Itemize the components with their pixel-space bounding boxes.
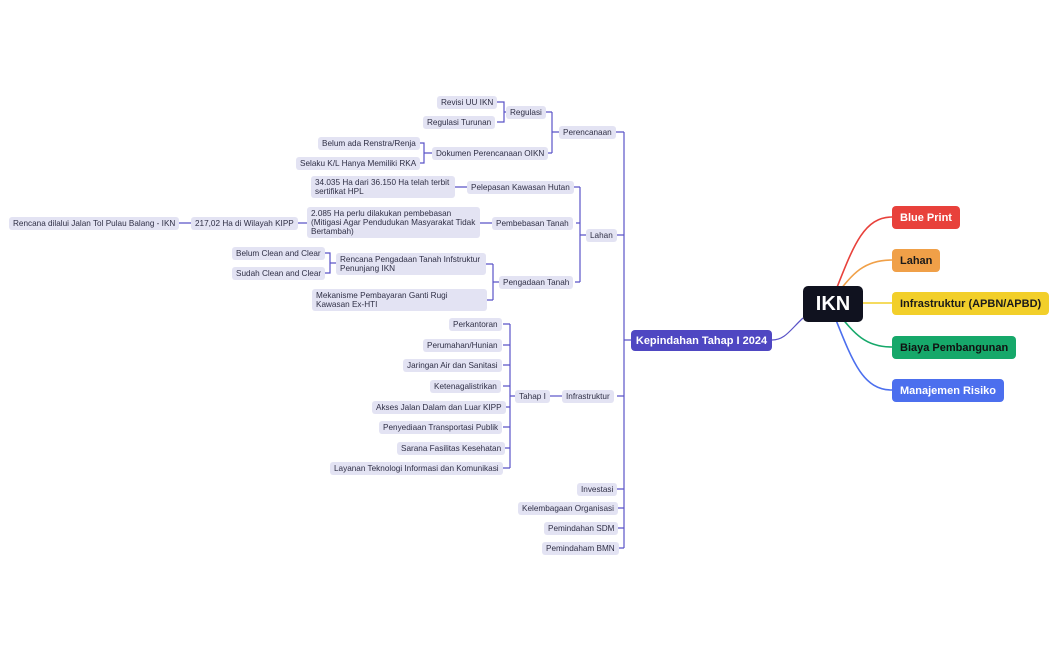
branch-biaya-pembangunan[interactable]: Biaya Pembangunan (892, 336, 1017, 359)
node-kelembagaan-organisasi[interactable]: Kelembagaan Organisasi (518, 502, 618, 515)
leaf-pembebasan-detail[interactable]: 2.085 Ha perlu dilakukan pembebasan (Mit… (307, 207, 480, 238)
node-investasi[interactable]: Investasi (577, 483, 618, 496)
node-perencanaan[interactable]: Perencanaan (559, 126, 616, 139)
link-manajemen (831, 309, 893, 391)
node-lahan[interactable]: Lahan (586, 229, 617, 242)
leaf-rencana-pengadaan[interactable]: Rencana Pengadaan Tanah Infstruktur Penu… (336, 253, 486, 275)
link-blue-print (831, 216, 893, 301)
leaf-perumahan[interactable]: Perumahan/Hunian (423, 339, 502, 352)
leaf-belum-renstra[interactable]: Belum ada Renstra/Renja (318, 137, 420, 150)
leaf-rencana-tol[interactable]: Rencana dilalui Jalan Tol Pulau Balang -… (9, 217, 180, 230)
leaf-selaku-kl[interactable]: Selaku K/L Hanya Memiliki RKA (296, 157, 421, 170)
node-pemindahan-sdm[interactable]: Pemindahan SDM (544, 522, 619, 535)
leaf-mekanisme-pembayaran[interactable]: Mekanisme Pembayaran Ganti Rugi Kawasan … (312, 289, 487, 311)
leaf-sudah-clean[interactable]: Sudah Clean and Clear (232, 267, 326, 280)
leaf-pelepasan-detail[interactable]: 34.035 Ha dari 36.150 Ha telah terbit se… (311, 176, 455, 198)
node-pengadaan-tanah[interactable]: Pengadaan Tanah (499, 276, 574, 289)
branch-lahan[interactable]: Lahan (892, 249, 941, 272)
node-pemindaham-bmn[interactable]: Pemindaham BMN (542, 542, 619, 555)
branch-manajemen-risiko[interactable]: Manajemen Risiko (892, 379, 1004, 402)
link-root-main (771, 317, 804, 341)
leaf-jaringan-air[interactable]: Jaringan Air dan Sanitasi (403, 359, 502, 372)
leaf-akses-jalan[interactable]: Akses Jalan Dalam dan Luar KIPP (372, 401, 506, 414)
branch-blue-print[interactable]: Blue Print (892, 206, 960, 229)
leaf-perkantoran[interactable]: Perkantoran (449, 318, 502, 331)
node-regulasi[interactable]: Regulasi (506, 106, 546, 119)
link-lahan (574, 186, 586, 283)
leaf-transportasi-publik[interactable]: Penyediaan Transportasi Publik (379, 421, 503, 434)
link-perencanaan (545, 111, 559, 154)
leaf-teknologi-informasi[interactable]: Layanan Teknologi Informasi dan Komunika… (330, 462, 503, 475)
node-infrastruktur[interactable]: Infrastruktur (562, 390, 614, 403)
node-pelepasan-kawasan-hutan[interactable]: Pelepasan Kawasan Hutan (467, 181, 574, 194)
leaf-belum-clean[interactable]: Belum Clean and Clear (232, 247, 325, 260)
leaf-revisi-uu-ikn[interactable]: Revisi UU IKN (437, 96, 498, 109)
leaf-fasilitas-kesehatan[interactable]: Sarana Fasilitas Kesehatan (397, 442, 506, 455)
topic-kepindahan-tahap-1[interactable]: Kepindahan Tahap I 2024 (631, 330, 772, 351)
root-node-ikn[interactable]: IKN (803, 286, 863, 322)
node-dokumen-perencanaan[interactable]: Dokumen Perencanaan OIKN (432, 147, 549, 160)
node-tahap-1[interactable]: Tahap I (515, 390, 550, 403)
leaf-ketenagalistrikan[interactable]: Ketenagalistrikan (430, 380, 501, 393)
leaf-217-ha-kipp[interactable]: 217,02 Ha di Wilayah KIPP (191, 217, 298, 230)
branch-infrastruktur-apbn[interactable]: Infrastruktur (APBN/APBD) (892, 292, 1049, 315)
link-main-trunk (623, 132, 631, 548)
leaf-regulasi-turunan[interactable]: Regulasi Turunan (423, 116, 496, 129)
node-pembebasan-tanah[interactable]: Pembebasan Tanah (492, 217, 573, 230)
